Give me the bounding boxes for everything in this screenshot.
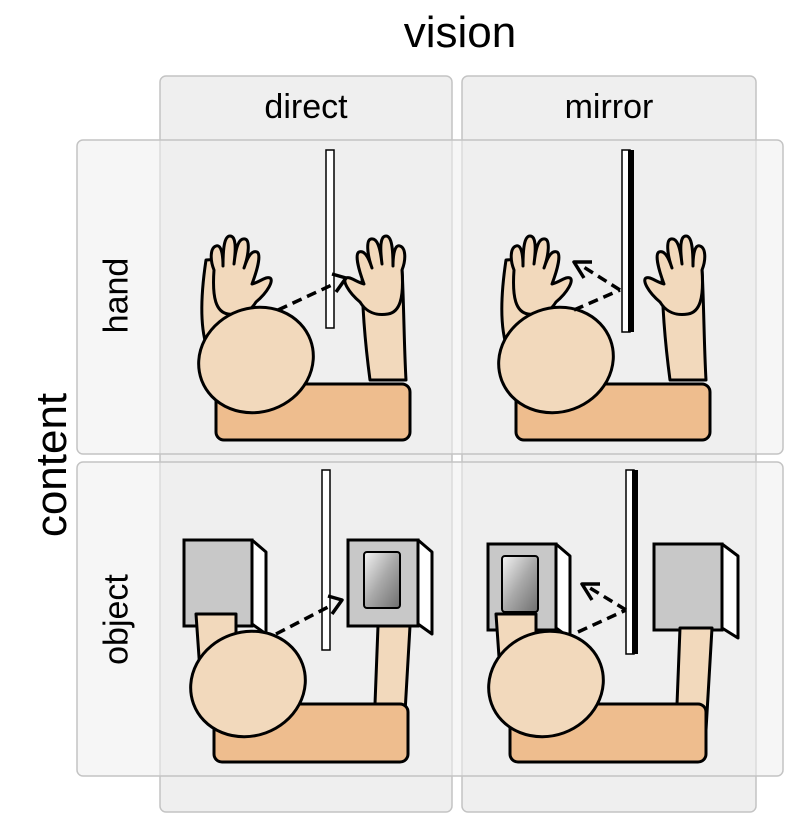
- panel-mirror-hand: [484, 149, 710, 440]
- panel-mirror-object: [486, 469, 740, 764]
- dashed-arrow-icon: [572, 260, 621, 312]
- column-label-direct: direct: [264, 88, 348, 126]
- dashed-arrow-icon: [577, 582, 627, 634]
- row-label-object: object: [97, 574, 136, 665]
- dashed-arrow-icon: [277, 272, 348, 312]
- column-axis-title: vision: [403, 8, 517, 57]
- row-axis-title: content: [27, 392, 76, 538]
- row-label-hand: hand: [97, 257, 136, 334]
- head: [487, 629, 605, 739]
- box-icon: [346, 538, 434, 636]
- box-icon: [182, 538, 268, 636]
- box-icon: [652, 542, 740, 640]
- column-label-mirror: mirror: [564, 88, 654, 126]
- mirror-pane: [621, 149, 634, 333]
- mirror-pane: [625, 469, 638, 655]
- glass-pane: [321, 469, 331, 651]
- glass-pane: [325, 149, 335, 329]
- panel-direct-hand: [184, 149, 410, 440]
- panel-direct-object: [182, 469, 434, 764]
- dashed-arrow-icon: [275, 594, 344, 636]
- head: [189, 629, 307, 739]
